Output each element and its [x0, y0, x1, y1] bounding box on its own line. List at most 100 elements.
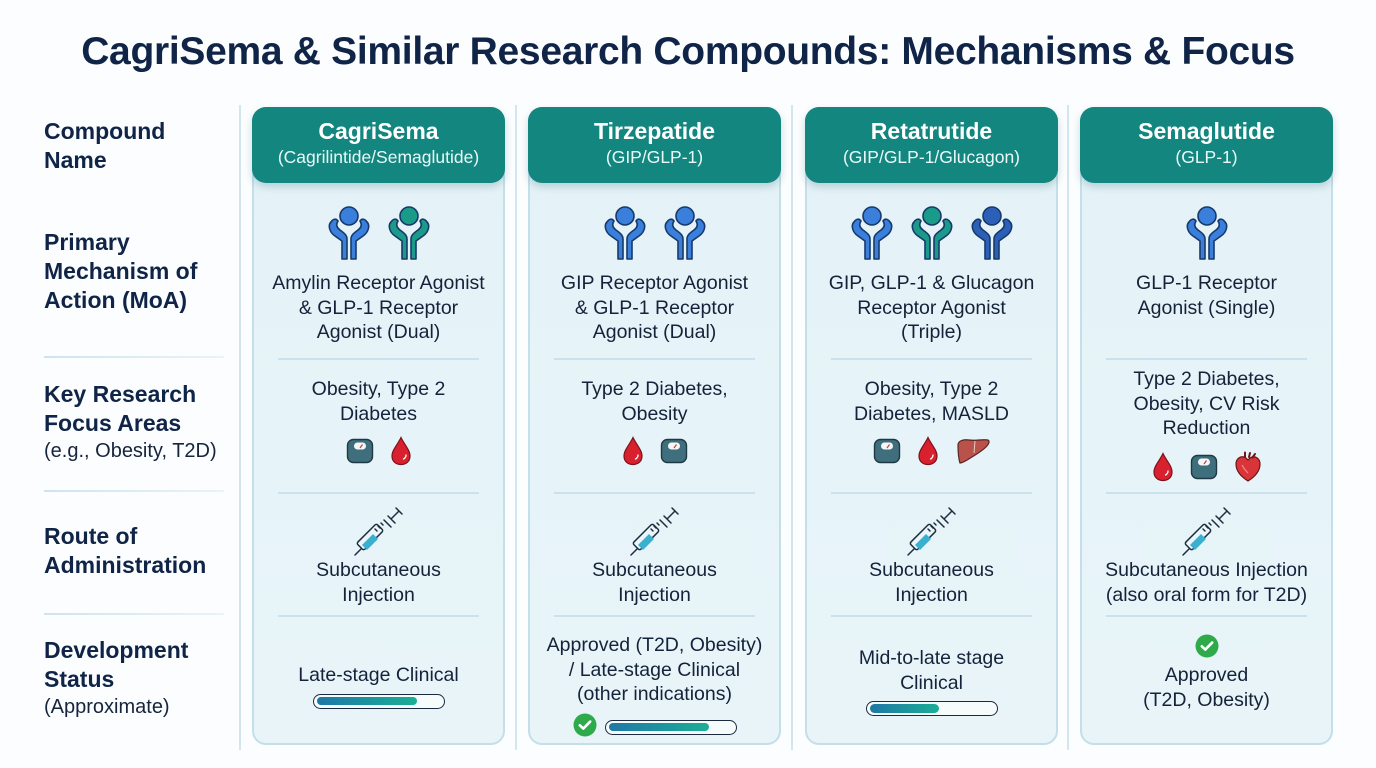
liver-icon [955, 437, 991, 470]
status-text: Approved (T2D, Obesity)/ Late-stage Clin… [530, 633, 779, 707]
row-divider [1106, 615, 1307, 617]
row-label-subtitle: (Approximate) [44, 696, 170, 718]
route-text-line: Subcutaneous [592, 559, 717, 581]
mechanism-text-line: & GLP-1 Receptor [298, 296, 459, 319]
row-divider [44, 613, 224, 615]
row-label-line: Administration [44, 552, 207, 578]
route-text-line: Subcutaneous [316, 559, 441, 581]
row-label: Route of Administration [44, 522, 229, 580]
row-label-subtitle: (e.g., Obesity, T2D) [44, 440, 217, 462]
progress-bar [312, 693, 445, 709]
receptor-icon [385, 205, 433, 266]
blood-drop-icon [390, 436, 412, 471]
mechanism-text-line: & GLP-1 Receptor [574, 296, 735, 319]
column-divider [1067, 105, 1069, 750]
focus-icons [254, 436, 503, 471]
status-text-line: Late-stage Clinical [298, 664, 459, 686]
route-text-line: Injection [895, 583, 968, 606]
receptor-icon [661, 205, 709, 266]
row-divider [278, 492, 479, 494]
mechanism-text-line: Amylin Receptor Agonist [272, 272, 485, 294]
blood-drop-icon [917, 436, 939, 471]
row-label-line: Development [44, 637, 189, 663]
progress-bar [604, 719, 737, 735]
receptor-icons [807, 205, 1056, 266]
mechanism-text-line: Receptor Agonist [857, 296, 1006, 319]
syringe-icon [807, 507, 1056, 557]
focus-text-line: Obesity, Type 2 [311, 378, 446, 400]
compound-header: Retatrutide (GIP/GLP-1/Glucagon) [805, 107, 1058, 183]
compound-card: Tirzepatide(GIP/GLP-1) GIP Receptor Agon… [528, 107, 781, 745]
progress-bar-fill [869, 704, 939, 713]
route-text-line: Injection [342, 583, 415, 606]
compound-name: Retatrutide [870, 118, 993, 144]
row-label-line: Compound [44, 118, 166, 144]
route-text-line: Subcutaneous Injection [1105, 559, 1308, 581]
progress-bar-fill [316, 696, 418, 705]
row-label-line: Mechanism of [44, 258, 198, 284]
row-divider [554, 358, 755, 360]
receptor-icon [968, 205, 1016, 266]
column-divider [515, 105, 517, 750]
compound-header: Tirzepatide(GIP/GLP-1) [528, 107, 781, 183]
row-divider [831, 492, 1032, 494]
receptor-icon [848, 205, 896, 266]
focus-icons [807, 436, 1056, 471]
compound-card: Retatrutide (GIP/GLP-1/Glucagon) GIP, GLP… [805, 107, 1058, 745]
focus-text-line: Obesity, Type 2 [864, 378, 999, 400]
focus-text-line: Type 2 Diabetes, [581, 378, 728, 400]
scale-icon [660, 438, 688, 469]
route-text: Subcutaneous Injection(also oral form fo… [1082, 558, 1331, 607]
focus-text: Type 2 Diabetes,Obesity [530, 377, 779, 426]
row-label-line: Focus Areas [44, 410, 182, 436]
approved-check-icon [1082, 634, 1331, 658]
heart-icon [1234, 451, 1262, 488]
row-label-line: Name [44, 147, 107, 173]
compound-subtitle: (GLP-1) [1175, 147, 1238, 167]
compound-header: Semaglutide (GLP-1) [1080, 107, 1333, 183]
status-progress [254, 693, 503, 709]
status-text-line: / Late-stage Clinical [568, 658, 741, 681]
focus-text-line: Obesity, CV Risk [1133, 392, 1280, 415]
receptor-icons [530, 205, 779, 266]
compound-subtitle: (GIP/GLP-1) [605, 147, 704, 167]
focus-text-line: Obesity [621, 402, 688, 425]
status-progress [530, 713, 779, 742]
compound-name: Semaglutide [1138, 118, 1275, 144]
row-divider [278, 358, 479, 360]
route-text-line: Injection [618, 583, 691, 606]
compound-subtitle: (GIP/GLP-1/Glucagon) [842, 147, 1021, 167]
status-text: Late-stage Clinical [254, 663, 503, 688]
row-label-line: Status [44, 666, 115, 692]
row-label-line: Route of [44, 523, 138, 549]
focus-text-line: Reduction [1162, 417, 1251, 439]
column-divider [791, 105, 793, 750]
syringe-icon [1082, 507, 1331, 557]
mechanism-text-line: GIP Receptor Agonist [560, 272, 749, 294]
route-text-line: (also oral form for T2D) [1105, 583, 1308, 606]
row-divider [278, 615, 479, 617]
status-text: Approved(T2D, Obesity) [1082, 663, 1331, 712]
compound-name: CagriSema [318, 118, 439, 144]
status-text-line: (T2D, Obesity) [1143, 688, 1270, 711]
row-divider [1106, 358, 1307, 360]
scale-icon [873, 438, 901, 469]
receptor-icon [1183, 205, 1231, 266]
mechanism-text-line: Agonist (Dual) [592, 321, 717, 343]
mechanism-text-line: GLP-1 Receptor [1136, 272, 1277, 294]
receptor-icon [325, 205, 373, 266]
